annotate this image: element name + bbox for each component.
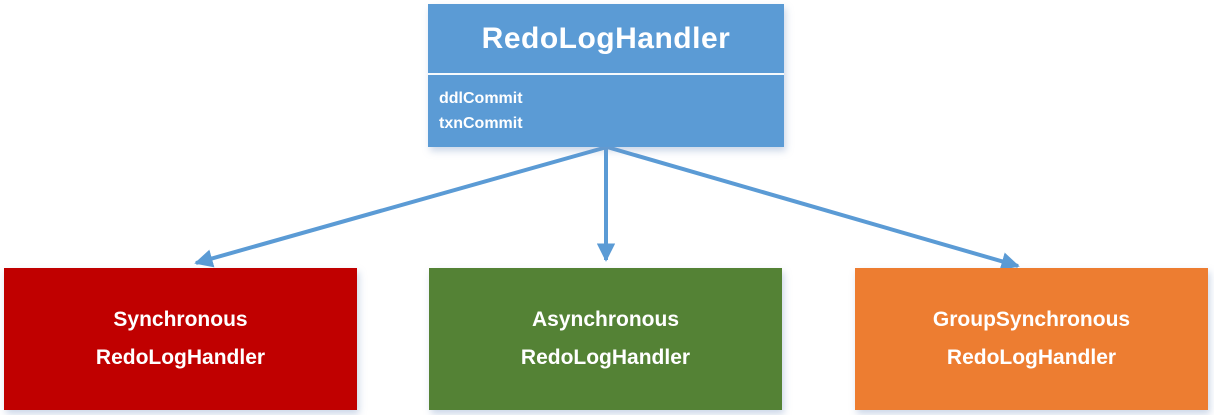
class-title-redologhandler: RedoLogHandler <box>428 4 784 75</box>
class-box-redologhandler: RedoLogHandler ddlCommit txnCommit <box>428 4 784 147</box>
method-txncommit: txnCommit <box>439 115 523 132</box>
arrow-to-synchronous <box>194 145 608 268</box>
class-box-asynchronous-redologhandler: Asynchronous RedoLogHandler <box>429 268 782 410</box>
class-title-line2: RedoLogHandler <box>946 346 1117 369</box>
class-methods-list: ddlCommit txnCommit <box>428 75 784 147</box>
arrow-to-groupsynchronous <box>606 145 1020 271</box>
class-title-line1: Asynchronous <box>531 308 680 331</box>
method-ddlcommit: ddlCommit <box>439 90 523 107</box>
class-box-groupsynchronous-redologhandler: GroupSynchronous RedoLogHandler <box>855 268 1208 410</box>
class-title-line2: RedoLogHandler <box>95 346 266 369</box>
class-title-line2: RedoLogHandler <box>520 346 691 369</box>
class-title-line1: GroupSynchronous <box>932 308 1131 331</box>
class-box-synchronous-redologhandler: Synchronous RedoLogHandler <box>4 268 357 410</box>
class-title-line1: Synchronous <box>113 308 248 331</box>
